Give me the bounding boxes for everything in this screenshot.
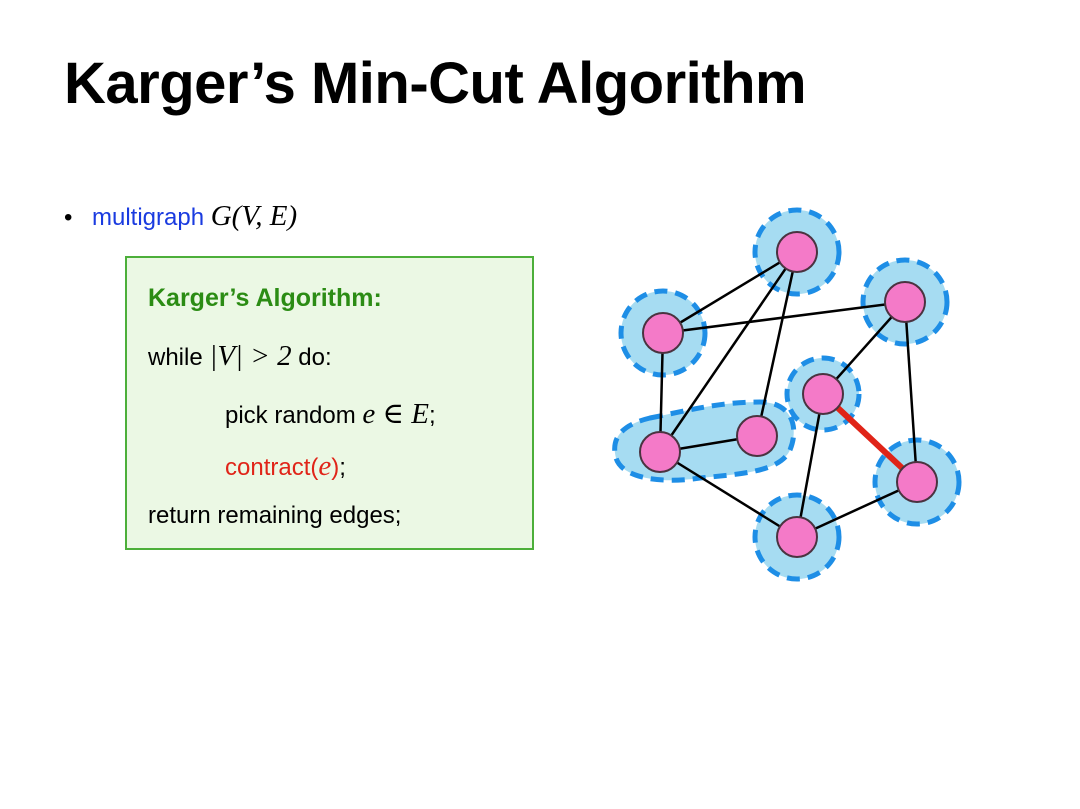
node [776,231,818,273]
algorithm-contract-line: contract(e); [225,450,346,483]
algorithm-title: Karger’s Algorithm: [148,284,382,312]
bullet-dot: • [64,204,73,231]
algorithm-return-line: return remaining edges; [148,502,402,529]
nodes [639,231,938,558]
while-do: do: [298,344,332,371]
algorithm-while-line: while |V| > 2 do: [148,340,332,373]
bullet-math: G(V, E) [210,200,298,232]
edge [903,300,919,484]
contract-edge [820,391,920,485]
while-condition: |V| > 2 [209,340,292,372]
contract-word: contract( [225,454,319,481]
pick-math: e ∈ E [362,398,429,430]
node [802,373,844,415]
pick-end: ; [428,402,436,429]
node [736,415,778,457]
node [884,281,926,323]
edge [658,450,799,539]
supernodes [612,207,962,582]
node [776,516,818,558]
algorithm-box: Karger’s Algorithm: while |V| > 2 do: pi… [125,256,534,550]
contract-end: ; [339,454,346,481]
edge [795,480,919,539]
edge [755,250,799,438]
edge [661,250,799,335]
edge [795,392,825,539]
pick-text: pick random [225,402,356,429]
node [642,312,684,354]
slide-title: Karger’s Min-Cut Algorithm [64,51,807,116]
bullet-label: multigraph [92,204,205,231]
node [639,431,681,473]
while-keyword: while [148,344,203,371]
contract-arg: e [318,450,332,482]
node [896,461,938,503]
edge [658,250,799,454]
contract-close: ) [331,454,340,481]
algorithm-pick-line: pick random e ∈ E; [225,396,436,431]
bullet-multigraph: • multigraph G(V, E) [64,200,297,233]
